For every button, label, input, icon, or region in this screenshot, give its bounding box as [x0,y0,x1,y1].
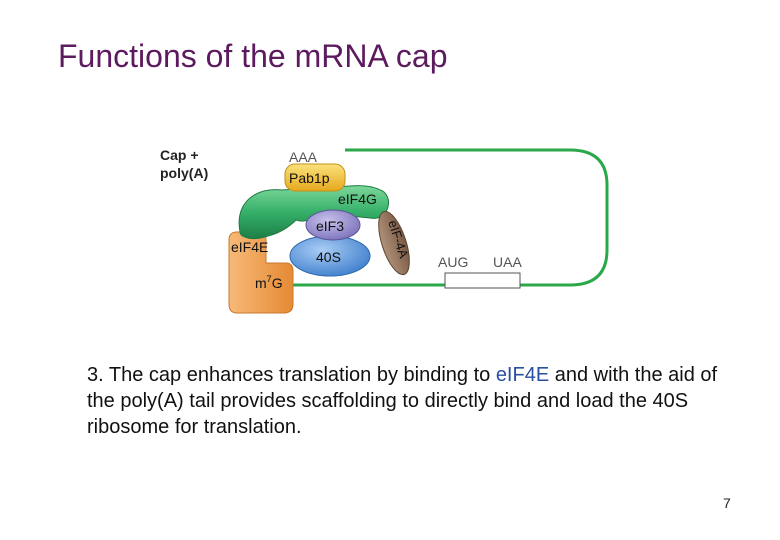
eif3-label: eIF3 [316,218,344,234]
pab1p-label: Pab1p [289,170,330,186]
body-paragraph: 3. The cap enhances translation by bindi… [87,364,718,438]
m7g-cap-label: m7G [255,274,283,291]
eif4g-label: eIF4G [338,191,377,207]
eif4e-highlight: eIF4E [495,364,550,386]
ribosome-40s-label: 40S [316,249,341,265]
eif3-protein [305,209,361,241]
coding-region-box [444,272,521,289]
eif4e-label: eIF4E [231,239,268,255]
eif4e-protein [228,231,294,314]
diagram-caption-line2: poly(A) [160,165,208,181]
uaa-codon-label: UAA [493,254,522,270]
eif4g-protein [238,185,390,240]
aug-codon-label: AUG [438,254,468,270]
aaa-label: AAA [289,149,318,165]
diagram-caption-line1: Cap + [160,147,199,163]
page-number: 7 [723,495,731,511]
slide-title: Functions of the m​RNA cap [58,38,448,74]
mrna-strand [288,148,609,287]
eif4a-protein [378,210,410,276]
pab1p-protein [284,163,346,192]
